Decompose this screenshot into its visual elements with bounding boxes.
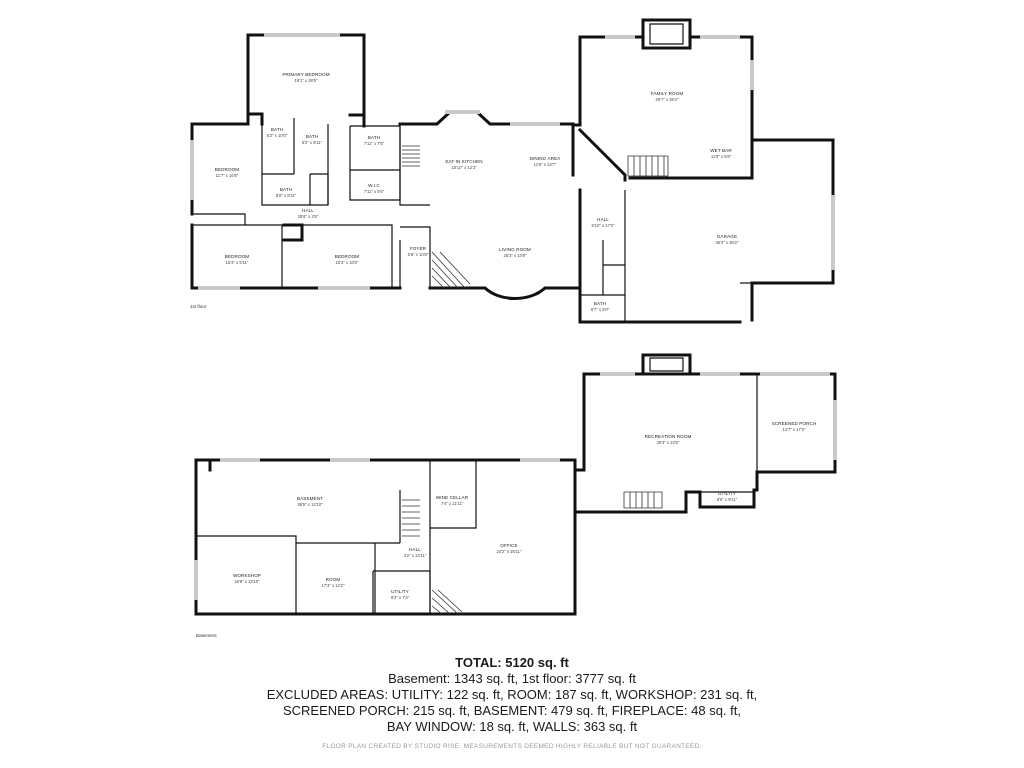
room-name: BATH [271, 127, 283, 132]
room-dim: 11'8" x 6'8" [711, 154, 732, 159]
room-dim: 19'1" x 28'6" [295, 78, 318, 83]
room-name: BATH [368, 135, 380, 140]
room-dim: 15'3" x 10'0" [336, 260, 359, 265]
room-dim: 5'2" x 10'0" [267, 133, 288, 138]
room-dim: 3'2" x 13'11" [404, 553, 427, 558]
room-dim: 30'3" x 23'5" [657, 440, 680, 445]
room-name: GARAGE [717, 234, 737, 239]
room-dim: 17'3" x 12'2" [322, 583, 345, 588]
floor-label: 1st floor [190, 304, 207, 309]
area-summary: TOTAL: 5120 sq. ft Basement: 1343 sq. ft… [0, 655, 1024, 750]
room-dim: 8'0" x 8'11" [276, 193, 297, 198]
floor-label: Basement [196, 633, 217, 638]
credit-text: FLOOR PLAN CREATED BY STUDIO RISE. MEASU… [322, 743, 702, 750]
room-dim: 7'11" x 7'5" [364, 141, 385, 146]
room-name: BATH [280, 187, 292, 192]
room-dim: 8'6" x 9'11" [717, 497, 738, 502]
summary-line: Basement: 1343 sq. ft, 1st floor: 3777 s… [388, 671, 636, 686]
total-area: TOTAL: 5120 sq. ft [455, 655, 569, 670]
room-name: WET BAR [710, 148, 732, 153]
room-name: FAMILY ROOM [651, 91, 684, 96]
room-dim: 28'6" x 3'5" [298, 214, 319, 219]
room-dim: 35'4" x 30'2" [716, 240, 739, 245]
room-dim: 18'10" x 12'3" [451, 165, 477, 170]
room-name: BEDROOM [215, 167, 240, 172]
room-dim: 6'7" x 5'0" [591, 307, 610, 312]
room-name: BATH [306, 134, 318, 139]
room-name: PRIMARY BEDROOM [282, 72, 329, 77]
room-name: FOYER [410, 246, 427, 251]
floor-plan-drawing: PRIMARY BEDROOM 19'1" x 28'6" BATH 5'2" … [190, 18, 837, 638]
summary-line: SCREENED PORCH: 215 sq. ft, BASEMENT: 47… [282, 703, 742, 718]
room-name: HALL [409, 547, 421, 552]
room-dim: 24'2" x 25'11" [497, 549, 522, 554]
room-dim: 39'5" x 13'10" [297, 502, 323, 507]
room-name: BATH [594, 301, 606, 306]
room-name: WINE CELLAR [436, 495, 469, 500]
summary-line: BAY WINDOW: 18 sq. ft, WALLS: 363 sq. ft [386, 719, 638, 734]
room-name: OFFICE [500, 543, 517, 548]
room-dim: 11'5" x 13'7" [534, 162, 557, 167]
first-floor-plan: PRIMARY BEDROOM 19'1" x 28'6" BATH 5'2" … [190, 18, 835, 324]
room-name: ROOM [326, 577, 341, 582]
room-name: BASEMENT [297, 496, 323, 501]
room-name: RECREATION ROOM [645, 434, 692, 439]
room-dim: 5'2" x 8'11" [302, 140, 323, 145]
room-name: SCREENED PORCH [772, 421, 817, 426]
room-name: EAT-IN KITCHEN [445, 159, 482, 164]
summary-line: EXCLUDED AREAS: UTILITY: 122 sq. ft, ROO… [266, 687, 758, 702]
room-dim: 11'7" x 16'8" [216, 173, 239, 178]
room-name: BEDROOM [225, 254, 250, 259]
room-dim: 12'7" x 17'3" [783, 427, 806, 432]
room-name: UTILITY [718, 491, 736, 496]
room-dim: 7'4" x 11'11" [441, 501, 464, 506]
room-name: WORKSHOP [233, 573, 261, 578]
room-dim: 6'10" x 17'0" [592, 223, 615, 228]
room-dim: 9'3" x 7'4" [391, 595, 410, 600]
room-name: BEDROOM [335, 254, 360, 259]
room-name: HALL [302, 208, 314, 213]
room-name: HALL [597, 217, 609, 222]
room-dim: 29'7" x 26'4" [656, 97, 679, 102]
room-name: DINING AREA [530, 156, 562, 161]
room-name: UTILITY [391, 589, 409, 594]
room-dim: 7'11" x 5'6" [364, 189, 385, 194]
basement-plan: RECREATION ROOM 30'3" x 23'5" SCREENED P… [194, 353, 837, 638]
room-dim: 15'3" x 9'11" [226, 260, 249, 265]
room-dim: 5'6" x 10'8" [408, 252, 429, 257]
room-name: LIVING ROOM [499, 247, 531, 252]
room-dim: 16'8" x 13'10" [234, 579, 260, 584]
room-dim: 25'3" x 14'9" [504, 253, 527, 258]
room-name: W.I.C [368, 183, 380, 188]
